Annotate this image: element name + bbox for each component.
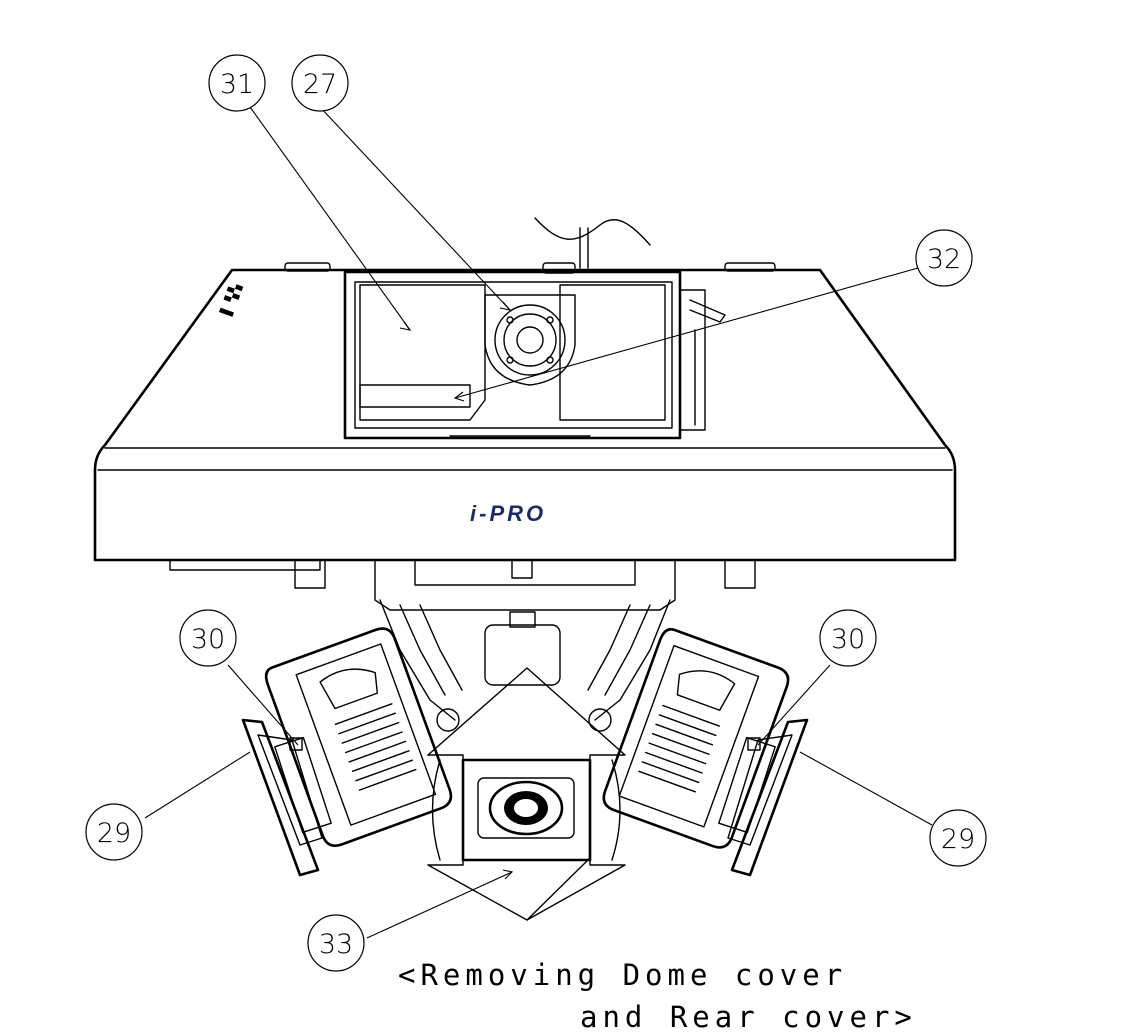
right-lens-module xyxy=(602,627,790,849)
right-rear-cover xyxy=(718,718,809,877)
callout-32: 32 xyxy=(915,229,973,287)
leader-lines xyxy=(144,106,933,939)
callout-27: 27 xyxy=(291,54,349,112)
callout-31: 31 xyxy=(208,54,266,112)
callout-label: 27 xyxy=(303,69,337,100)
left-lens-module xyxy=(264,627,453,848)
callout-30-left: 30 xyxy=(179,609,237,667)
caption-line-1: <Removing Dome cover xyxy=(398,958,848,992)
callout-label: 32 xyxy=(927,244,961,275)
callout-29-left: 29 xyxy=(85,803,143,861)
connector-knob xyxy=(484,294,576,386)
center-lens-module xyxy=(431,758,621,862)
callout-30-right: 30 xyxy=(819,609,877,667)
callout-label: 30 xyxy=(191,624,225,655)
removal-direction-arrow xyxy=(427,667,626,921)
cable-wire xyxy=(534,217,651,269)
callout-29-right: 29 xyxy=(929,809,987,867)
callout-label: 33 xyxy=(319,929,353,960)
callout-label: 29 xyxy=(941,824,975,855)
callout-33: 33 xyxy=(307,914,365,972)
callout-label: 30 xyxy=(831,624,865,655)
caption-line-2: and Rear cover> xyxy=(580,1000,917,1034)
camera-housing: ▌ ▚▚ i-PRO xyxy=(93,262,957,562)
callout-label: 31 xyxy=(220,69,254,100)
camera-base xyxy=(169,559,756,611)
lens-bracket xyxy=(379,599,671,732)
callout-label: 29 xyxy=(97,818,131,849)
left-rear-cover xyxy=(241,718,332,877)
brand-logo: i-PRO xyxy=(470,501,546,526)
svg-text:▌ ▚▚: ▌ ▚▚ xyxy=(218,281,244,318)
sd-card-recess xyxy=(343,270,726,440)
